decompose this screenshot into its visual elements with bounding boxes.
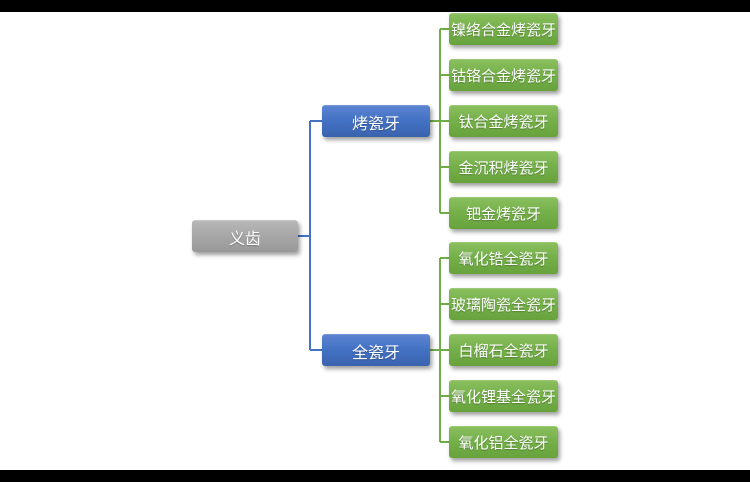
branch-connector-line <box>298 120 322 351</box>
leaf-node-cobalt-chromium-alloy: 钴铬合金烤瓷牙 <box>449 59 558 91</box>
branch-node-quanciya: 全瓷牙 <box>322 334 430 366</box>
leaf-node-palladium-gold: 钯金烤瓷牙 <box>449 197 558 229</box>
leaf-node-zirconia: 氧化锆全瓷牙 <box>449 242 558 274</box>
leaf-node-alumina: 氧化铝全瓷牙 <box>449 426 558 458</box>
leaf-node-lithium-oxide-base: 氧化锂基全瓷牙 <box>449 380 558 412</box>
leaf-node-glass-ceramic: 玻璃陶瓷全瓷牙 <box>449 288 558 320</box>
leaf-connector-line-group2 <box>430 257 449 443</box>
root-node-yichi: 义齿 <box>192 220 298 252</box>
leaf-node-leucite: 白榴石全瓷牙 <box>449 334 558 366</box>
leaf-node-nickel-alloy: 镍络合金烤瓷牙 <box>449 13 558 45</box>
leaf-connector-line-group1 <box>430 28 449 214</box>
branch-node-kaociya: 烤瓷牙 <box>322 105 430 137</box>
letterbox-top-bar <box>0 0 750 12</box>
letterbox-bottom-bar <box>0 470 750 482</box>
leaf-node-titanium-alloy: 钛合金烤瓷牙 <box>449 105 558 137</box>
leaf-node-gold-deposition: 金沉积烤瓷牙 <box>449 151 558 183</box>
